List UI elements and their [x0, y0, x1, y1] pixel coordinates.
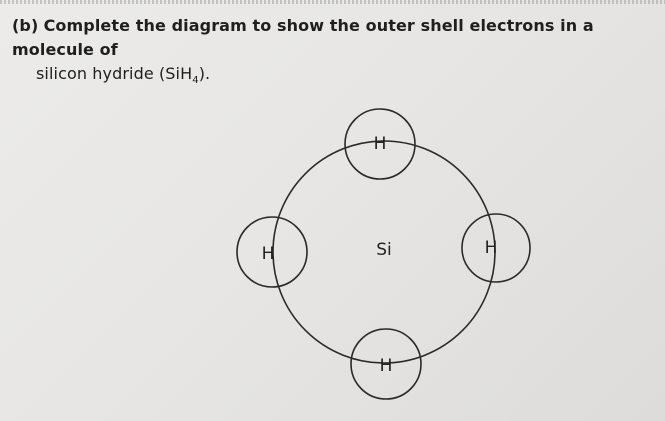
- question-line-2-prefix: silicon hydride (SiH: [36, 64, 193, 83]
- question-line-2: silicon hydride (SiH4).: [12, 62, 632, 93]
- page-top-edge: [0, 0, 665, 4]
- hydrogen-right-shell: [461, 213, 531, 283]
- hydrogen-bottom-shell: [350, 328, 422, 400]
- hydrogen-left-shell: [236, 216, 308, 288]
- subscript-4: 4: [192, 75, 199, 87]
- question-text: (b) Complete the diagram to show the out…: [12, 14, 632, 93]
- silicon-label: Si: [376, 240, 392, 260]
- hydrogen-top-shell: [344, 108, 416, 180]
- silicon-outer-shell: [272, 140, 496, 364]
- question-line-2-suffix: ).: [198, 64, 211, 83]
- hydrogen-left-label: H: [262, 244, 275, 264]
- hydrogen-right-label: H: [485, 238, 498, 258]
- question-line-1-text: Complete the diagram to show the outer s…: [12, 16, 594, 59]
- question-line-1: (b) Complete the diagram to show the out…: [12, 14, 632, 62]
- hydrogen-top-label: H: [374, 134, 387, 154]
- question-part-label: (b): [12, 16, 39, 35]
- hydrogen-bottom-label: H: [380, 356, 393, 376]
